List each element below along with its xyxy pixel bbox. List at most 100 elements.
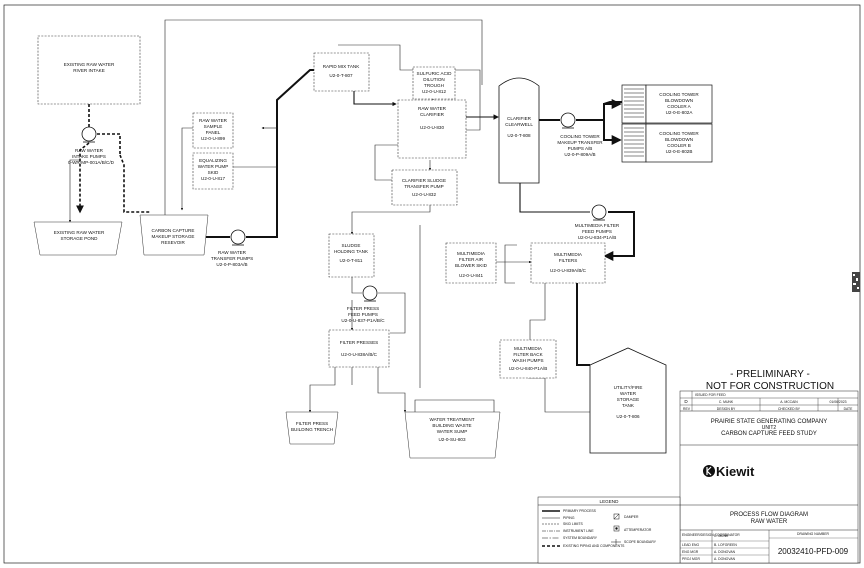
sulfuric-label-2: DILUTION xyxy=(423,77,444,82)
sump-label-2: BUILDING WASTE xyxy=(432,423,471,428)
backwash-label-4: U2-0-U-840-P1A/B xyxy=(509,366,548,371)
legend-symbol-2: ATTEMPERATOR xyxy=(624,528,652,532)
mm-filters-label-2: FILTERS xyxy=(559,258,578,263)
legend-item-5: SYSTEM BOUNDARY xyxy=(563,536,598,540)
company-unit: UNIT2 xyxy=(762,425,777,431)
equalizing-skid: EQUALIZING WATER PUMP SKID U2-0-U-817 xyxy=(192,152,234,190)
raw-water-clarifier: RAW WATER CLARIFIER U2-0-U-830 xyxy=(397,99,467,159)
attemperator-icon xyxy=(613,525,620,532)
air-blower-label-1: MULTIMEDIA xyxy=(457,251,486,256)
sludge-tank-label-3: U2-0-T-811 xyxy=(340,258,363,263)
drawing-number: 20032410-PFD-009 xyxy=(778,547,849,556)
transfer-pumps-label-3: U2-0-P-803A/B xyxy=(216,262,247,267)
clearwell-label-1: CLARIFIER xyxy=(507,116,532,121)
makeup-reservoir: CARBON CAPTURE MAKEUP STORAGE RESEVOIR xyxy=(139,214,209,256)
design-by-header: DESIGN BY xyxy=(717,407,736,411)
sign-role-3: ENG MGR xyxy=(682,550,699,554)
ct-pumps-label-2: MAKEUP TRANSFER xyxy=(557,140,603,145)
stamp-line-1: - PRELIMINARY - xyxy=(730,369,810,380)
clearwell-label-2: CLEARWELL xyxy=(505,122,533,127)
backwash-label-3: WASH PUMPS xyxy=(512,358,543,363)
sign-role-2: LEAD ENG xyxy=(682,543,700,547)
sign-name-4: A. DONOVAN xyxy=(714,557,736,561)
sludge-pump-label-2: TRANSFER PUMP xyxy=(404,184,443,189)
ct-pumps-label-1: COOLING TOWER xyxy=(560,134,600,139)
legend-item-2: PIPING xyxy=(563,516,575,520)
river-intake: EXISTING RAW WATER RIVER INTAKE xyxy=(37,35,141,105)
filter-presses: FILTER PRESSES U2-0-U-838A/B/C xyxy=(328,329,390,368)
sample-panel-label-1: RAW WATER xyxy=(199,118,228,123)
sulfuric-label-1: SULFURIC ACID xyxy=(417,71,453,76)
logo-text: Kiewit xyxy=(716,464,755,479)
sign-name-3: A. DONOVAN xyxy=(714,550,736,554)
clarifier-label-3: U2-0-U-830 xyxy=(420,125,444,130)
legend-symbol-3: SCOPE BOUNDARY xyxy=(624,540,657,544)
mm-feed-label-3: U2-0-U-834-P1A/B xyxy=(578,235,617,240)
cooler-b: COOLING TOWER BLOWDOWN COOLER B U2-0-E-8… xyxy=(621,123,713,163)
drawing-number-header: DRAWING NUMBER xyxy=(797,532,829,536)
filter-presses-label-1: FILTER PRESSES xyxy=(340,340,378,345)
fp-feed-label-1: FILTER PRESS xyxy=(347,306,379,311)
legend-item-3: SKID LIMITS xyxy=(563,522,584,526)
intake-pump: RAW WATER INTAKE PUMPS 0-WR-MP-001A/B/C/… xyxy=(68,126,115,165)
clearwell-label-3: U2-0-T-808 xyxy=(507,133,531,138)
filter-press-trench: FILTER PRESS BUILDING TRENCH xyxy=(285,411,339,445)
sump-label-1: WATER TREATMENT xyxy=(430,417,475,422)
cooler-b-label-3: COOLER B xyxy=(667,143,691,148)
cooler-a-label-1: COOLING TOWER xyxy=(659,92,699,97)
air-blower-skid: MULTIMEDIA FILTER AIR BLOWER SKID U2-0-U… xyxy=(445,242,497,284)
utility-fire-tank: UTILITY/FIRE WATER STORAGE TANK U2-0-T-8… xyxy=(589,347,667,454)
drawing-title-2: RAW WATER xyxy=(751,519,788,525)
cooler-a: COOLING TOWER BLOWDOWN COOLER A U2-0-E-8… xyxy=(621,84,713,124)
transfer-pumps-label-2: TRANSFER PUMPS xyxy=(211,256,253,261)
legend: LEGEND PRIMARY PROCESS PIPING SKID LIMIT… xyxy=(537,496,681,564)
sludge-transfer-pump: CLARIFIER SLUDGE TRANSFER PUMP U2-0-U-83… xyxy=(391,169,458,206)
waste-water-sump: WATER TREATMENT BUILDING WASTE WATER SUM… xyxy=(404,411,501,459)
sludge-tank-label-2: HOLDING TANK xyxy=(334,249,369,254)
date-header: DATE xyxy=(844,407,854,411)
utility-tank-label-4: TANK xyxy=(622,403,635,408)
storage-pond-label-2: STORAGE POND xyxy=(61,236,99,241)
cooler-a-label-3: COOLER A xyxy=(667,104,691,109)
reservoir-label-1: CARBON CAPTURE xyxy=(152,228,195,233)
cooler-b-label-1: COOLING TOWER xyxy=(659,131,699,136)
backwash-label-2: FILTER BACK xyxy=(513,352,543,357)
legend-symbol-1: DAMPER xyxy=(624,515,639,519)
utility-tank-label-5: U2-0-T-806 xyxy=(616,414,640,419)
storage-pond: EXISTING RAW WATER STORAGE POND xyxy=(33,221,123,256)
clarifier-clearwell: CLARIFIER CLEARWELL U2-0-T-808 xyxy=(498,77,540,184)
damper-icon xyxy=(613,513,620,520)
kiewit-logo: Kiewit xyxy=(703,464,755,479)
rev-checked: A. MCCAIN xyxy=(780,400,798,404)
rev-letter: D xyxy=(684,399,688,404)
multimedia-filters: MULTIMEDIA FILTERS U2-0-U-839A/B/C xyxy=(530,242,606,284)
fp-feed-label-2: FEED PUMPS xyxy=(348,312,378,317)
mm-feed-label-2: FEED PUMPS xyxy=(582,229,612,234)
intake-pumps-label-3: 0-WR-MP-001A/B/C/D xyxy=(68,160,115,165)
cooler-a-label-2: BLOWDOWN xyxy=(665,98,693,103)
intake-pumps-label-2: INTAKE PUMPS xyxy=(72,154,106,159)
rapid-mix-label-1: RAPID MIX TANK xyxy=(323,64,361,69)
mm-filters-label-1: MULTIMEDIA xyxy=(554,252,583,257)
clarifier-label-2: CLARIFIER xyxy=(420,112,445,117)
preliminary-stamp: - PRELIMINARY - NOT FOR CONSTRUCTION xyxy=(706,369,834,392)
storage-pond-label-1: EXISTING RAW WATER xyxy=(54,230,105,235)
air-blower-label-2: FILTER AIR xyxy=(459,257,484,262)
transfer-pump: RAW WATER TRANSFER PUMPS U2-0-P-803A/B xyxy=(211,229,253,267)
river-intake-label-2: RIVER INTAKE xyxy=(73,68,105,73)
cooler-b-label-4: U2-0-E-802B xyxy=(666,149,693,154)
cooler-a-label-4: U2-0-E-802A xyxy=(666,110,694,115)
mm-filters-label-3: U2-0-U-839A/B/C xyxy=(550,268,587,273)
backwash-label-1: MULTIMEDIA xyxy=(514,346,543,351)
sample-panel-label-2: SAMPLE xyxy=(204,124,223,129)
legend-title: LEGEND xyxy=(600,499,620,504)
sulfuric-label-4: U2-0-U-812 xyxy=(422,89,446,94)
air-blower-label-3: BLOWER SKID xyxy=(455,263,488,268)
mm-feed-pumps: MULTIMEDIA FILTER FEED PUMPS U2-0-U-834-… xyxy=(575,204,620,240)
backwash-pumps: MULTIMEDIA FILTER BACK WASH PUMPS U2-0-U… xyxy=(499,339,557,379)
sample-panel-label-4: U2-0-U-899 xyxy=(201,136,225,141)
fp-feed-label-3: U2-0-U-837-P1A/B/C xyxy=(341,318,385,323)
clarifier-label-1: RAW WATER xyxy=(418,106,447,111)
equalizing-label-1: EQUALIZING xyxy=(199,158,227,163)
